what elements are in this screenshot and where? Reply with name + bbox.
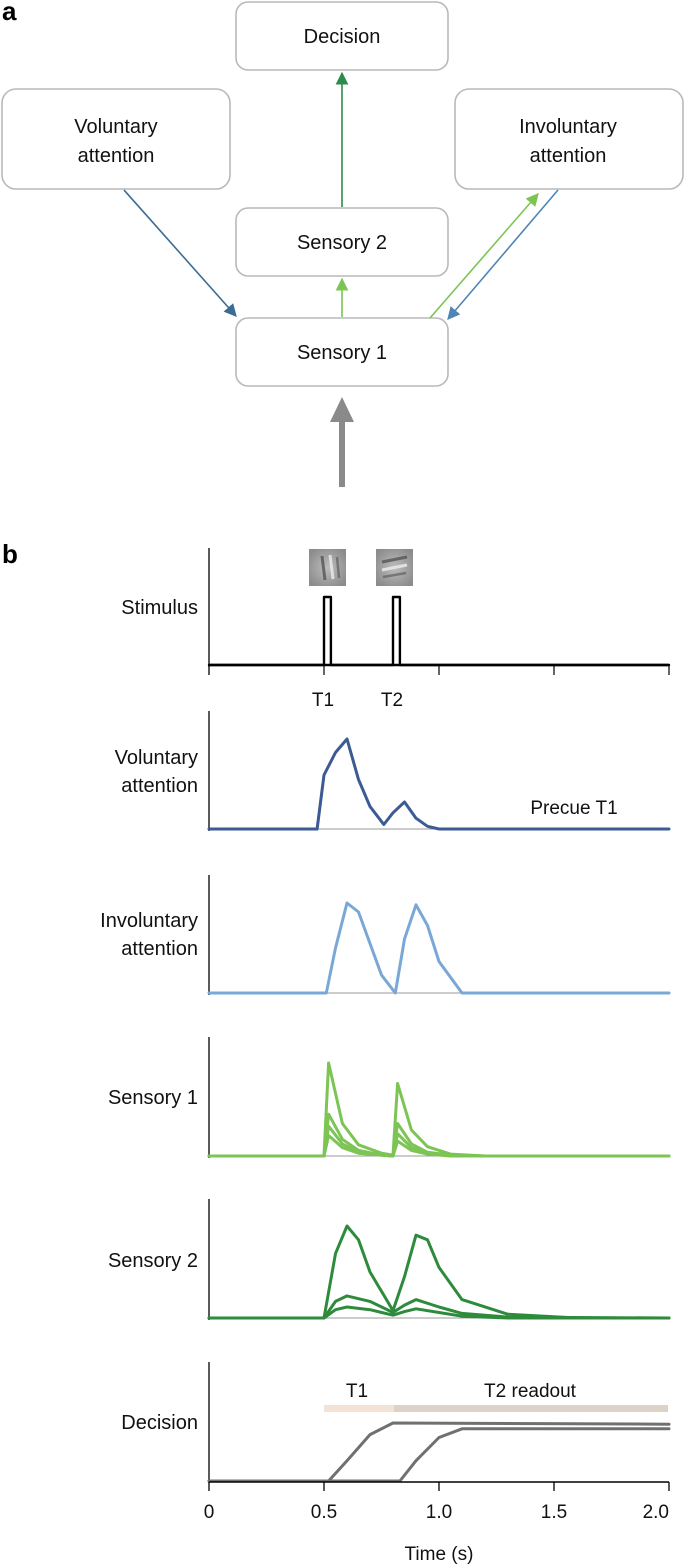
voluntary-attention-node [1, 88, 231, 190]
x-axis-ticks: 0 0.5 1.0 1.5 2.0 [204, 1482, 670, 1523]
sensory1-node [235, 317, 449, 387]
sensory2-trace-0 [207, 1224, 671, 1320]
readout-bar-t1 [324, 1405, 394, 1412]
decision-trace-0 [207, 1421, 671, 1483]
sensory2-node-label: Sensory 2 [297, 232, 387, 254]
decision-node [235, 1, 449, 71]
sensory1-trace-0 [207, 1061, 671, 1158]
involuntary-trace-0 [207, 901, 671, 995]
readout-t1-label: T1 [346, 1381, 368, 1402]
x-tick-label-2: 1.0 [426, 1502, 452, 1523]
x-tick-label-1: 0.5 [311, 1502, 337, 1523]
row-label-sensory2: Sensory 2 [108, 1250, 198, 1272]
row-label-involuntary-line2: attention [121, 938, 198, 960]
voluntary-node-label-line1: Voluntary [74, 116, 157, 138]
stimulus-trace-0 [207, 595, 671, 667]
voluntary-node-label-line2: attention [78, 145, 155, 167]
row-label-voluntary-line1: Voluntary [115, 747, 198, 769]
precue-annotation: Precue T1 [530, 798, 617, 819]
decision-node-label: Decision [304, 26, 381, 48]
involuntary-to-sensory1-arrow [447, 189, 559, 320]
gabor-t2-icon [376, 549, 413, 586]
involuntary-attention-node [454, 88, 684, 190]
stimulus-t2-label: T2 [381, 690, 403, 711]
involuntary-node-label-line2: attention [530, 145, 607, 167]
gabor-t1-icon [309, 549, 346, 586]
readout-t2-label: T2 readout [484, 1381, 577, 1402]
sensory2-node [235, 207, 449, 277]
row-label-decision: Decision [121, 1412, 198, 1434]
row-label-involuntary-line1: Involuntary [100, 910, 198, 932]
x-tick-label-0: 0 [204, 1502, 215, 1523]
sensory1-to-involuntary-arrow [429, 193, 539, 319]
involuntary-node-label-line1: Involuntary [519, 116, 617, 138]
sensory1-trace-3 [207, 1134, 671, 1158]
timecourse-plots [207, 548, 671, 1483]
voluntary-to-sensory1-arrow [123, 189, 237, 317]
panel-a-letter: a [2, 0, 17, 26]
decision-trace-1 [207, 1427, 671, 1483]
x-axis-label: Time (s) [405, 1544, 474, 1565]
panel-b-letter: b [2, 539, 18, 569]
stimulus-t1-label: T1 [312, 690, 334, 711]
x-tick-label-4: 2.0 [643, 1502, 669, 1523]
row-label-voluntary-line2: attention [121, 775, 198, 797]
row-label-sensory1: Sensory 1 [108, 1087, 198, 1109]
sensory2-trace-1 [207, 1294, 671, 1320]
x-tick-label-3: 1.5 [541, 1502, 567, 1523]
readout-bar-t2 [394, 1405, 668, 1412]
stimulus-input-arrow-head [330, 397, 354, 422]
voluntary-trace-0 [207, 737, 671, 831]
row-label-stimulus: Stimulus [121, 597, 198, 619]
sensory1-node-label: Sensory 1 [297, 342, 387, 364]
sensory2-trace-2 [207, 1305, 671, 1320]
